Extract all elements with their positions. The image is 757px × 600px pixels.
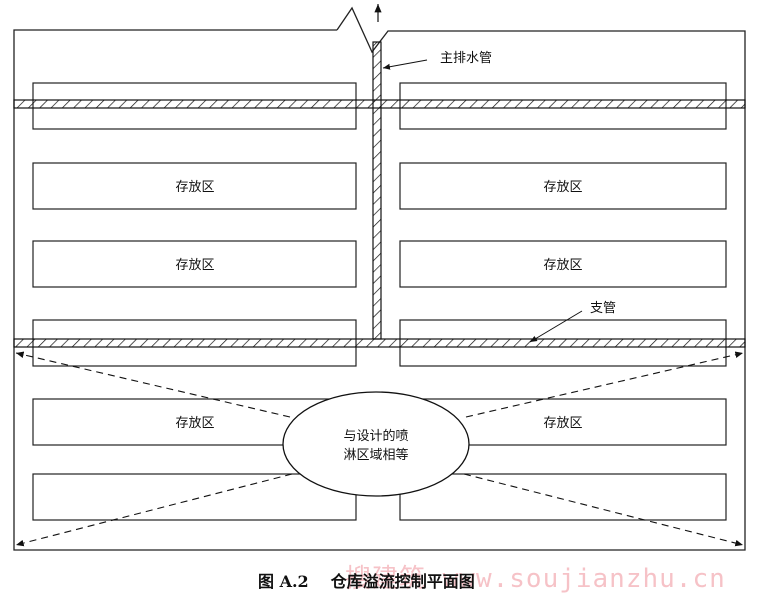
branch-pipe-leader — [529, 310, 583, 343]
rack-l3 — [32, 240, 357, 288]
storage-label-l2: 存放区 — [175, 180, 214, 195]
rack-l6 — [32, 473, 357, 521]
storage-label-l5: 存放区 — [175, 416, 214, 431]
storage-label-l3: 存放区 — [175, 258, 214, 273]
rack-r3 — [399, 240, 727, 288]
spray-area-ellipse — [282, 391, 470, 497]
storage-label-r2: 存放区 — [543, 180, 582, 195]
rack-r6 — [399, 473, 727, 521]
warehouse-outline — [13, 6, 746, 551]
main-pipe-label: 主排水管 — [440, 51, 492, 66]
storage-label-r5: 存放区 — [543, 416, 582, 431]
rack-r2 — [399, 162, 727, 210]
watermark: 搜建筑 www.soujianzhu.cn — [345, 564, 726, 594]
storage-racks — [32, 82, 727, 521]
branch-pipe-bottom — [13, 338, 746, 348]
rack-l2 — [32, 162, 357, 210]
main-drain-pipe — [372, 41, 382, 340]
ellipse-label-line2: 淋区域相等 — [343, 447, 408, 463]
main-pipe-leader — [382, 59, 428, 70]
figure-caption: 图 A.2 仓库溢流控制平面图 — [258, 568, 497, 592]
ellipse-label-line1: 与设计的喷 — [343, 428, 408, 444]
spray-area-lines — [15, 351, 744, 547]
figure-title: 仓库溢流控制平面图 — [330, 572, 475, 591]
storage-label-r3: 存放区 — [543, 258, 582, 273]
figure-number: 图 A.2 — [258, 572, 309, 591]
branch-pipe-label: 支管 — [590, 301, 616, 316]
